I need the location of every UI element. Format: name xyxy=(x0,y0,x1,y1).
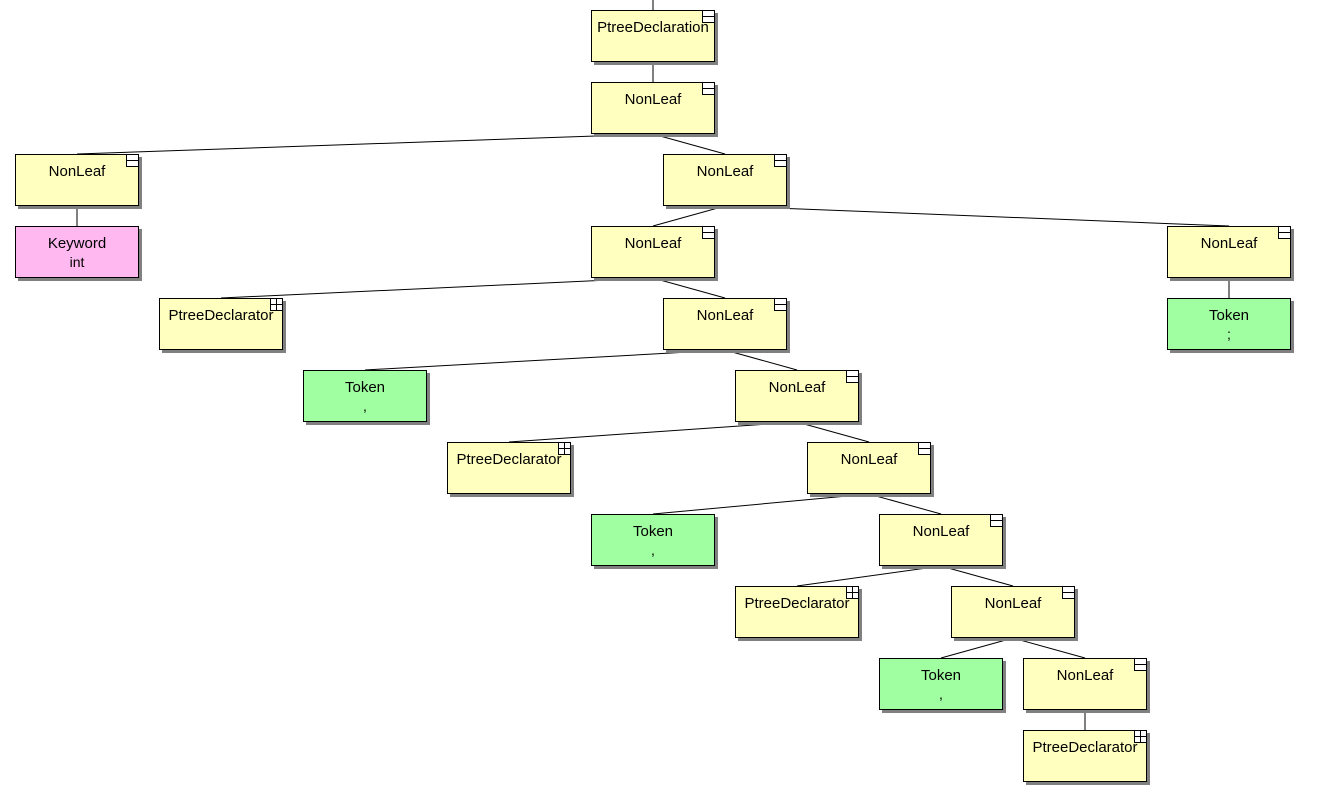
collapse-toggle-icon[interactable] xyxy=(990,514,1003,527)
node-value: , xyxy=(651,542,655,558)
edge-n5-n7 xyxy=(220,277,654,299)
collapse-toggle-icon[interactable] xyxy=(702,10,715,23)
collapse-toggle-icon[interactable] xyxy=(1134,658,1147,671)
node-title: NonLeaf xyxy=(624,91,682,108)
node-title: PtreeDeclarator xyxy=(168,307,274,324)
tree-node-nonleaf[interactable]: NonLeaf xyxy=(735,370,859,422)
tree-node-nonleaf[interactable]: NonLeaf xyxy=(1023,658,1147,710)
node-value: , xyxy=(939,686,943,702)
collapse-toggle-icon[interactable] xyxy=(1062,586,1075,599)
edge-n17-n18 xyxy=(940,637,1014,659)
expand-toggle-icon[interactable] xyxy=(558,442,571,455)
node-title: PtreeDeclarator xyxy=(1032,739,1138,756)
edge-n5-n8 xyxy=(652,277,726,299)
tree-node-ptreedeclarator[interactable]: PtreeDeclarator xyxy=(447,442,571,494)
tree-node-token[interactable]: Token; xyxy=(1167,298,1291,350)
collapse-toggle-icon[interactable] xyxy=(918,442,931,455)
tree-node-nonleaf[interactable]: NonLeaf xyxy=(879,514,1003,566)
node-title: Token xyxy=(920,667,962,684)
node-title: NonLeaf xyxy=(768,379,826,396)
tree-node-nonleaf[interactable]: NonLeaf xyxy=(15,154,139,206)
edge-n11-n13 xyxy=(796,421,870,443)
tree-node-nonleaf[interactable]: NonLeaf xyxy=(951,586,1075,638)
node-title: NonLeaf xyxy=(48,163,106,180)
edge-n15-n16 xyxy=(796,565,942,587)
collapse-toggle-icon[interactable] xyxy=(126,154,139,167)
collapse-toggle-icon[interactable] xyxy=(774,298,787,311)
tree-node-nonleaf[interactable]: NonLeaf xyxy=(1167,226,1291,278)
tree-node-ptreedeclarator[interactable]: PtreeDeclarator xyxy=(735,586,859,638)
collapse-toggle-icon[interactable] xyxy=(1278,226,1291,239)
tree-node-nonleaf[interactable]: NonLeaf xyxy=(663,298,787,350)
node-title: NonLeaf xyxy=(840,451,898,468)
node-value: int xyxy=(69,254,85,270)
edge-n17-n19 xyxy=(1012,637,1086,659)
node-title: NonLeaf xyxy=(1200,235,1258,252)
node-title: NonLeaf xyxy=(1056,667,1114,684)
tree-node-nonleaf[interactable]: NonLeaf xyxy=(591,82,715,134)
node-title: NonLeaf xyxy=(624,235,682,252)
edge-n8-n11 xyxy=(724,349,798,371)
node-title: Token xyxy=(632,523,674,540)
collapse-toggle-icon[interactable] xyxy=(774,154,787,167)
edge-n3-n5 xyxy=(652,205,726,227)
collapse-toggle-icon[interactable] xyxy=(702,226,715,239)
edge-n1-n3 xyxy=(652,133,726,155)
tree-node-ptreedeclarator[interactable]: PtreeDeclarator xyxy=(159,298,283,350)
edge-n13-n15 xyxy=(868,493,942,515)
tree-node-ptreedeclarator[interactable]: PtreeDeclarator xyxy=(1023,730,1147,782)
node-title: NonLeaf xyxy=(696,307,754,324)
node-title: Token xyxy=(1208,307,1250,324)
node-title: Keyword xyxy=(47,235,107,252)
expand-toggle-icon[interactable] xyxy=(270,298,283,311)
node-value: , xyxy=(363,398,367,414)
tree-node-token[interactable]: Token, xyxy=(879,658,1003,710)
expand-toggle-icon[interactable] xyxy=(846,586,859,599)
node-title: Token xyxy=(344,379,386,396)
tree-node-token[interactable]: Token, xyxy=(303,370,427,422)
node-title: PtreeDeclarator xyxy=(744,595,850,612)
tree-node-keyword[interactable]: Keyword int xyxy=(15,226,139,278)
edge-n13-n14 xyxy=(652,493,870,515)
node-title: NonLeaf xyxy=(696,163,754,180)
node-title: PtreeDeclaration xyxy=(597,19,709,36)
collapse-toggle-icon[interactable] xyxy=(846,370,859,383)
node-title: PtreeDeclarator xyxy=(456,451,562,468)
edge-n3-n6 xyxy=(724,205,1230,227)
node-title: NonLeaf xyxy=(912,523,970,540)
tree-node-nonleaf[interactable]: NonLeaf xyxy=(663,154,787,206)
collapse-toggle-icon[interactable] xyxy=(702,82,715,95)
edge-n15-n17 xyxy=(940,565,1014,587)
node-value: ; xyxy=(1227,326,1231,342)
tree-node-ptreedeclaration[interactable]: PtreeDeclaration xyxy=(591,10,715,62)
edge-n8-n10 xyxy=(364,349,726,371)
edge-n1-n2 xyxy=(76,133,654,155)
tree-node-nonleaf[interactable]: NonLeaf xyxy=(591,226,715,278)
edge-n11-n12 xyxy=(508,421,798,443)
tree-node-nonleaf[interactable]: NonLeaf xyxy=(807,442,931,494)
node-title: NonLeaf xyxy=(984,595,1042,612)
tree-node-token[interactable]: Token, xyxy=(591,514,715,566)
expand-toggle-icon[interactable] xyxy=(1134,730,1147,743)
